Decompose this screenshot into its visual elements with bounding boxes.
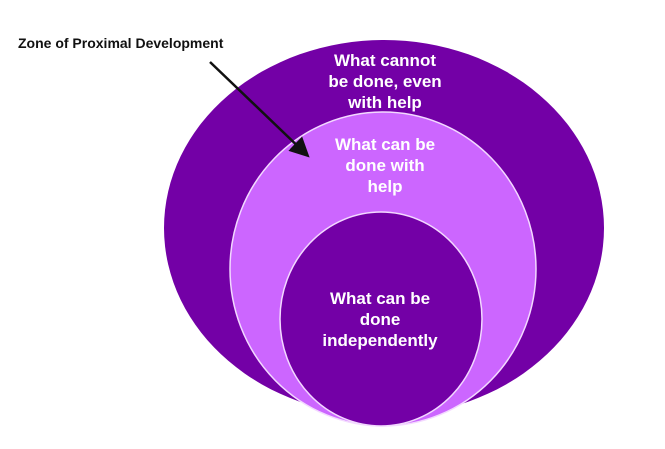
- middle-zone-label: What can be done with help: [300, 134, 470, 197]
- label-line: done: [359, 310, 401, 329]
- inner-zone-ellipse: [279, 211, 483, 427]
- label-line: independently: [322, 331, 438, 350]
- outer-zone-label: What cannot be done, even with help: [300, 50, 470, 113]
- label-line: done with: [345, 156, 425, 175]
- label-line: help: [367, 177, 403, 196]
- zpd-label: Zone of Proximal Development: [18, 35, 224, 51]
- inner-zone-label: What can be done independently: [295, 288, 465, 351]
- arrow: [209, 61, 310, 158]
- label-line: with help: [348, 93, 422, 112]
- label-line: be done, even: [328, 72, 442, 91]
- label-line: What can be: [329, 289, 431, 308]
- label-line: What can be: [334, 135, 436, 154]
- label-line: What cannot: [334, 51, 436, 70]
